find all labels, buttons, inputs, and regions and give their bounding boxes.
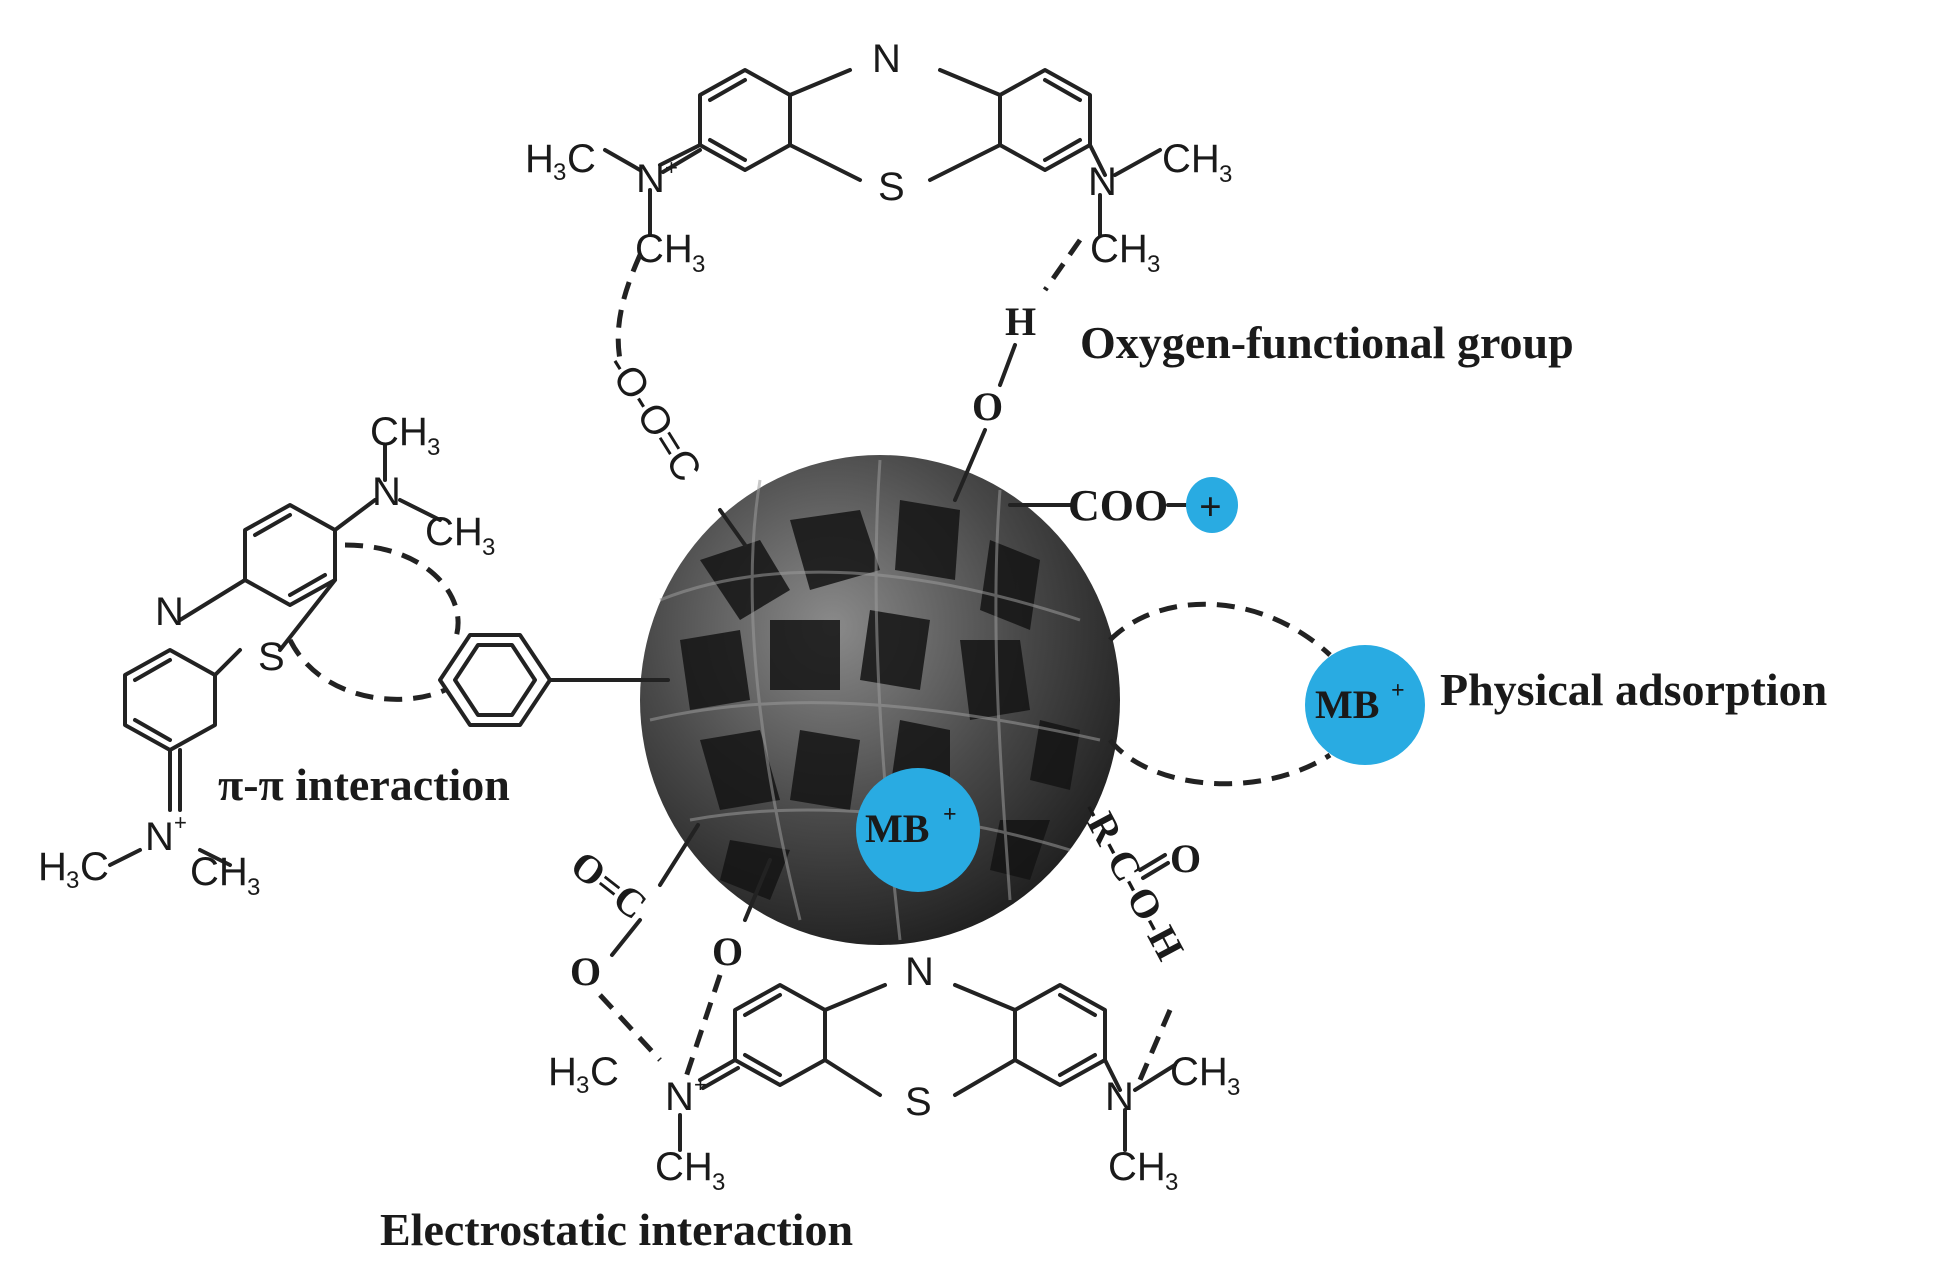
svg-text:+: + [1391, 678, 1405, 704]
cation-plus: + [1199, 484, 1222, 529]
left-s-atom: S [258, 635, 285, 679]
mb-particle-label: MB [865, 806, 929, 851]
svg-text:3: 3 [247, 874, 260, 901]
top-left-h3c: H [525, 137, 554, 181]
left-top-ch3-b: CH [425, 510, 483, 554]
bottom-methylene-blue: N S N + H 3 C CH 3 N CH 3 CH 3 [548, 950, 1240, 1196]
o-atom-bottom-mid: O [712, 929, 743, 974]
left-top-n: N [372, 470, 401, 514]
bottom-right-ch3-a: CH [1170, 1050, 1228, 1094]
left-methylene-blue: N S N CH 3 CH 3 N + H 3 C CH 3 [38, 410, 495, 901]
carboxylate-cation: COO + [1008, 477, 1238, 533]
svg-text:+: + [174, 810, 187, 835]
top-right-ch3-a: CH [1162, 137, 1220, 181]
bottom-oxide-link: O [682, 858, 772, 1081]
svg-text:3: 3 [427, 434, 440, 461]
svg-text:3: 3 [1227, 1074, 1240, 1101]
svg-text:+: + [694, 1072, 707, 1097]
left-n-atom: N [155, 590, 184, 634]
top-n-atom: N [872, 37, 901, 81]
svg-text:3: 3 [692, 251, 705, 278]
oc-label: O=C [562, 842, 655, 928]
coo-label: COO [1068, 481, 1168, 530]
svg-text:3: 3 [712, 1169, 725, 1196]
bottom-carboxyl-link: O=C O [562, 823, 700, 1062]
o-atom-bottom-left: O [570, 949, 601, 994]
top-s-atom: S [878, 165, 905, 209]
left-bottom-ch3: CH [190, 850, 248, 894]
bottom-left-h3c: H [548, 1050, 577, 1094]
bottom-left-ch3: CH [655, 1145, 713, 1189]
svg-text:3: 3 [1165, 1169, 1178, 1196]
mb-on-particle: MB + [856, 768, 980, 892]
svg-text:3: 3 [66, 867, 79, 894]
bottom-right-ch3-b: CH [1108, 1145, 1166, 1189]
left-top-ch3-a: CH [370, 410, 428, 454]
bottom-left-n: N [665, 1075, 694, 1119]
benzene-ring [438, 633, 670, 727]
pi-pi-dashed-loop [344, 542, 461, 641]
oxygen-functional-group-label: Oxygen-functional group [1080, 317, 1574, 368]
top-left-n: N [636, 157, 665, 201]
top-methylene-blue: N S N + H 3 C CH 3 N CH 3 CH 3 [525, 37, 1232, 278]
physical-adsorption-label: Physical adsorption [1440, 664, 1827, 715]
bottom-right-n: N [1105, 1075, 1134, 1119]
svg-text:3: 3 [576, 1072, 589, 1099]
top-left-ch3: CH [635, 227, 693, 271]
svg-text:3: 3 [1219, 161, 1232, 188]
ooc-label: -O-O=C [597, 346, 709, 489]
h-atom: H [1005, 299, 1036, 344]
svg-text:3: 3 [553, 159, 566, 186]
top-right-n: N [1088, 160, 1117, 204]
svg-text:3: 3 [482, 534, 495, 561]
physical-adsorption: MB + [1108, 601, 1425, 787]
bottom-n-atom: N [905, 950, 934, 994]
svg-text:C: C [590, 1050, 619, 1094]
pi-pi-interaction-label: π-π interaction [218, 759, 510, 810]
left-bottom-n: N [145, 815, 174, 859]
o-atom-acid: O [1170, 836, 1201, 881]
svg-text:3: 3 [1147, 251, 1160, 278]
bottom-s-atom: S [905, 1080, 932, 1124]
hydroxyl-link: H O [953, 238, 1083, 502]
svg-text:C: C [80, 845, 109, 889]
mb-physical-label: MB [1315, 682, 1379, 727]
o-atom-hydroxyl: O [972, 384, 1003, 429]
electrostatic-interaction-label: Electrostatic interaction [380, 1204, 853, 1255]
cation-circle [1186, 477, 1238, 533]
top-right-ch3-b: CH [1090, 227, 1148, 271]
svg-text:+: + [665, 155, 678, 180]
top-left-carboxyl-link: -O-O=C [597, 253, 747, 547]
svg-text:C: C [567, 137, 596, 181]
mb-physical-circle [1305, 645, 1425, 765]
svg-text:+: + [943, 802, 957, 828]
bottom-right-acid-link: -R-C-O-H O [1072, 793, 1201, 1081]
left-bottom-h3c: H [38, 845, 67, 889]
porous-carbon-particle [640, 455, 1120, 945]
